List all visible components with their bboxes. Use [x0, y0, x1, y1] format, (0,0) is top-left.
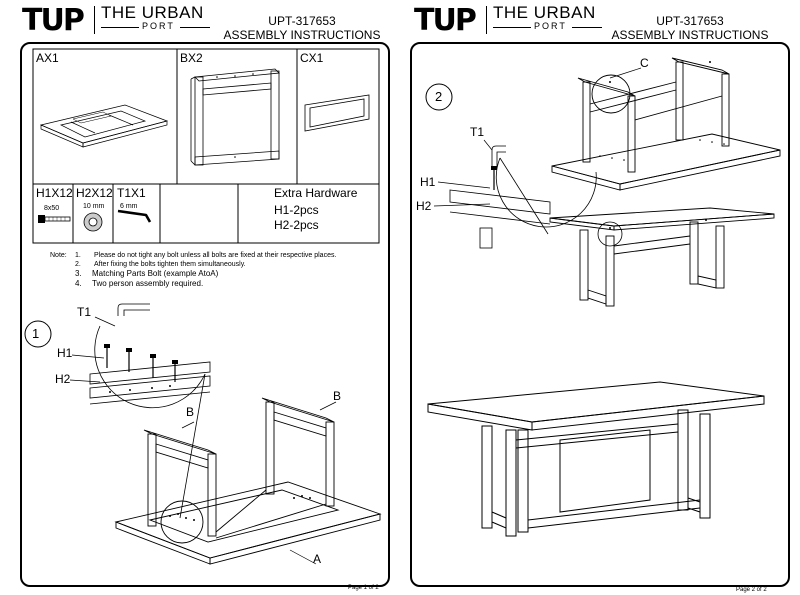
bolt-icon — [38, 215, 71, 223]
brand-logo-mark: TUP — [22, 3, 85, 38]
part-label-h2x12: H2X12 — [76, 186, 113, 200]
step-1-label-h1: H1 — [57, 346, 73, 360]
brand-logo-rule-left — [101, 27, 139, 28]
extra-hardware-title: Extra Hardware — [274, 186, 358, 200]
step-1-number: 1 — [32, 326, 40, 341]
note-2-text: After fixing the bolts tighten them simu… — [94, 261, 246, 268]
step-2-illustration — [425, 57, 781, 537]
washer-icon — [83, 212, 103, 232]
brand-logo-rule-right-2 — [572, 27, 602, 28]
note-4-text: Two person assembly required. — [92, 279, 204, 288]
header-code-2: UPT-317653 — [656, 14, 724, 28]
step-1-label-t1: T1 — [77, 305, 92, 319]
part-label-t1x1: T1X1 — [117, 186, 146, 200]
part-label-h1x12: H1X12 — [36, 186, 73, 200]
brand-logo-name-bottom: PORT — [142, 21, 175, 31]
cross-panel-illustration — [304, 94, 370, 132]
note-4-number: 4. — [75, 279, 82, 288]
brand-logo-separator — [94, 6, 95, 34]
part-size-h2: 10 mm — [83, 203, 105, 210]
part-size-h1: 8x50 — [44, 205, 60, 212]
page-1-footer: Page 1 of 2 — [348, 585, 379, 591]
step-2-label-t1: T1 — [470, 125, 485, 139]
brand-logo-rule-left-2 — [493, 27, 531, 28]
note-1-text: Please do not tight any bolt unless all … — [94, 252, 337, 259]
step-1-label-h2: H2 — [55, 372, 71, 386]
header-title-2: ASSEMBLY INSTRUCTIONS — [611, 28, 769, 42]
part-size-t1: 6 mm — [120, 203, 138, 210]
brand-logo-name-top: THE URBAN — [101, 3, 204, 22]
brand-logo-name-bottom-2: PORT — [534, 21, 567, 31]
page-2: TUP THE URBAN PORT UPT-317653 ASSEMBLY I… — [400, 0, 800, 595]
part-label-bx2: BX2 — [180, 51, 203, 65]
leg-frame-illustration — [190, 68, 280, 166]
notes-label: Note: — [50, 252, 67, 259]
note-3-text: Matching Parts Bolt (example AtoA) — [92, 269, 219, 278]
step-2-label-h2: H2 — [416, 199, 432, 213]
brand-logo-separator-2 — [486, 6, 487, 34]
brand-logo-mark-2: TUP — [414, 3, 477, 38]
step-2-label-c: C — [640, 56, 649, 70]
note-3-number: 3. — [75, 269, 82, 278]
step-2-number: 2 — [435, 89, 443, 104]
part-label-ax1: AX1 — [36, 51, 59, 65]
header-code: UPT-317653 — [268, 14, 336, 28]
brand-logo-rule-right — [180, 27, 210, 28]
step-2-label-h1: H1 — [420, 175, 436, 189]
part-label-cx1: CX1 — [300, 51, 324, 65]
step-1-illustration — [24, 302, 382, 565]
page-frame-2 — [410, 42, 790, 587]
brand-logo-name-top-2: THE URBAN — [493, 3, 596, 22]
note-2-number: 2. — [75, 261, 81, 268]
header-title: ASSEMBLY INSTRUCTIONS — [223, 28, 381, 42]
tabletop-illustration — [39, 104, 169, 148]
extra-hardware-h2: H2-2pcs — [274, 218, 319, 232]
page-1: TUP THE URBAN PORT UPT-317653 ASSEMBLY I… — [20, 3, 390, 591]
allen-key-icon — [117, 209, 152, 223]
page-frame — [20, 42, 390, 587]
step-1-label-b-left: B — [186, 405, 195, 419]
page-2-footer: Page 2 of 2 — [736, 587, 767, 593]
extra-hardware-h1: H1-2pcs — [274, 203, 319, 217]
note-1-number: 1. — [75, 252, 81, 259]
step-1-label-b-right: B — [333, 389, 342, 403]
step-1-label-a: A — [313, 552, 322, 566]
parts-table-grid — [32, 48, 380, 244]
